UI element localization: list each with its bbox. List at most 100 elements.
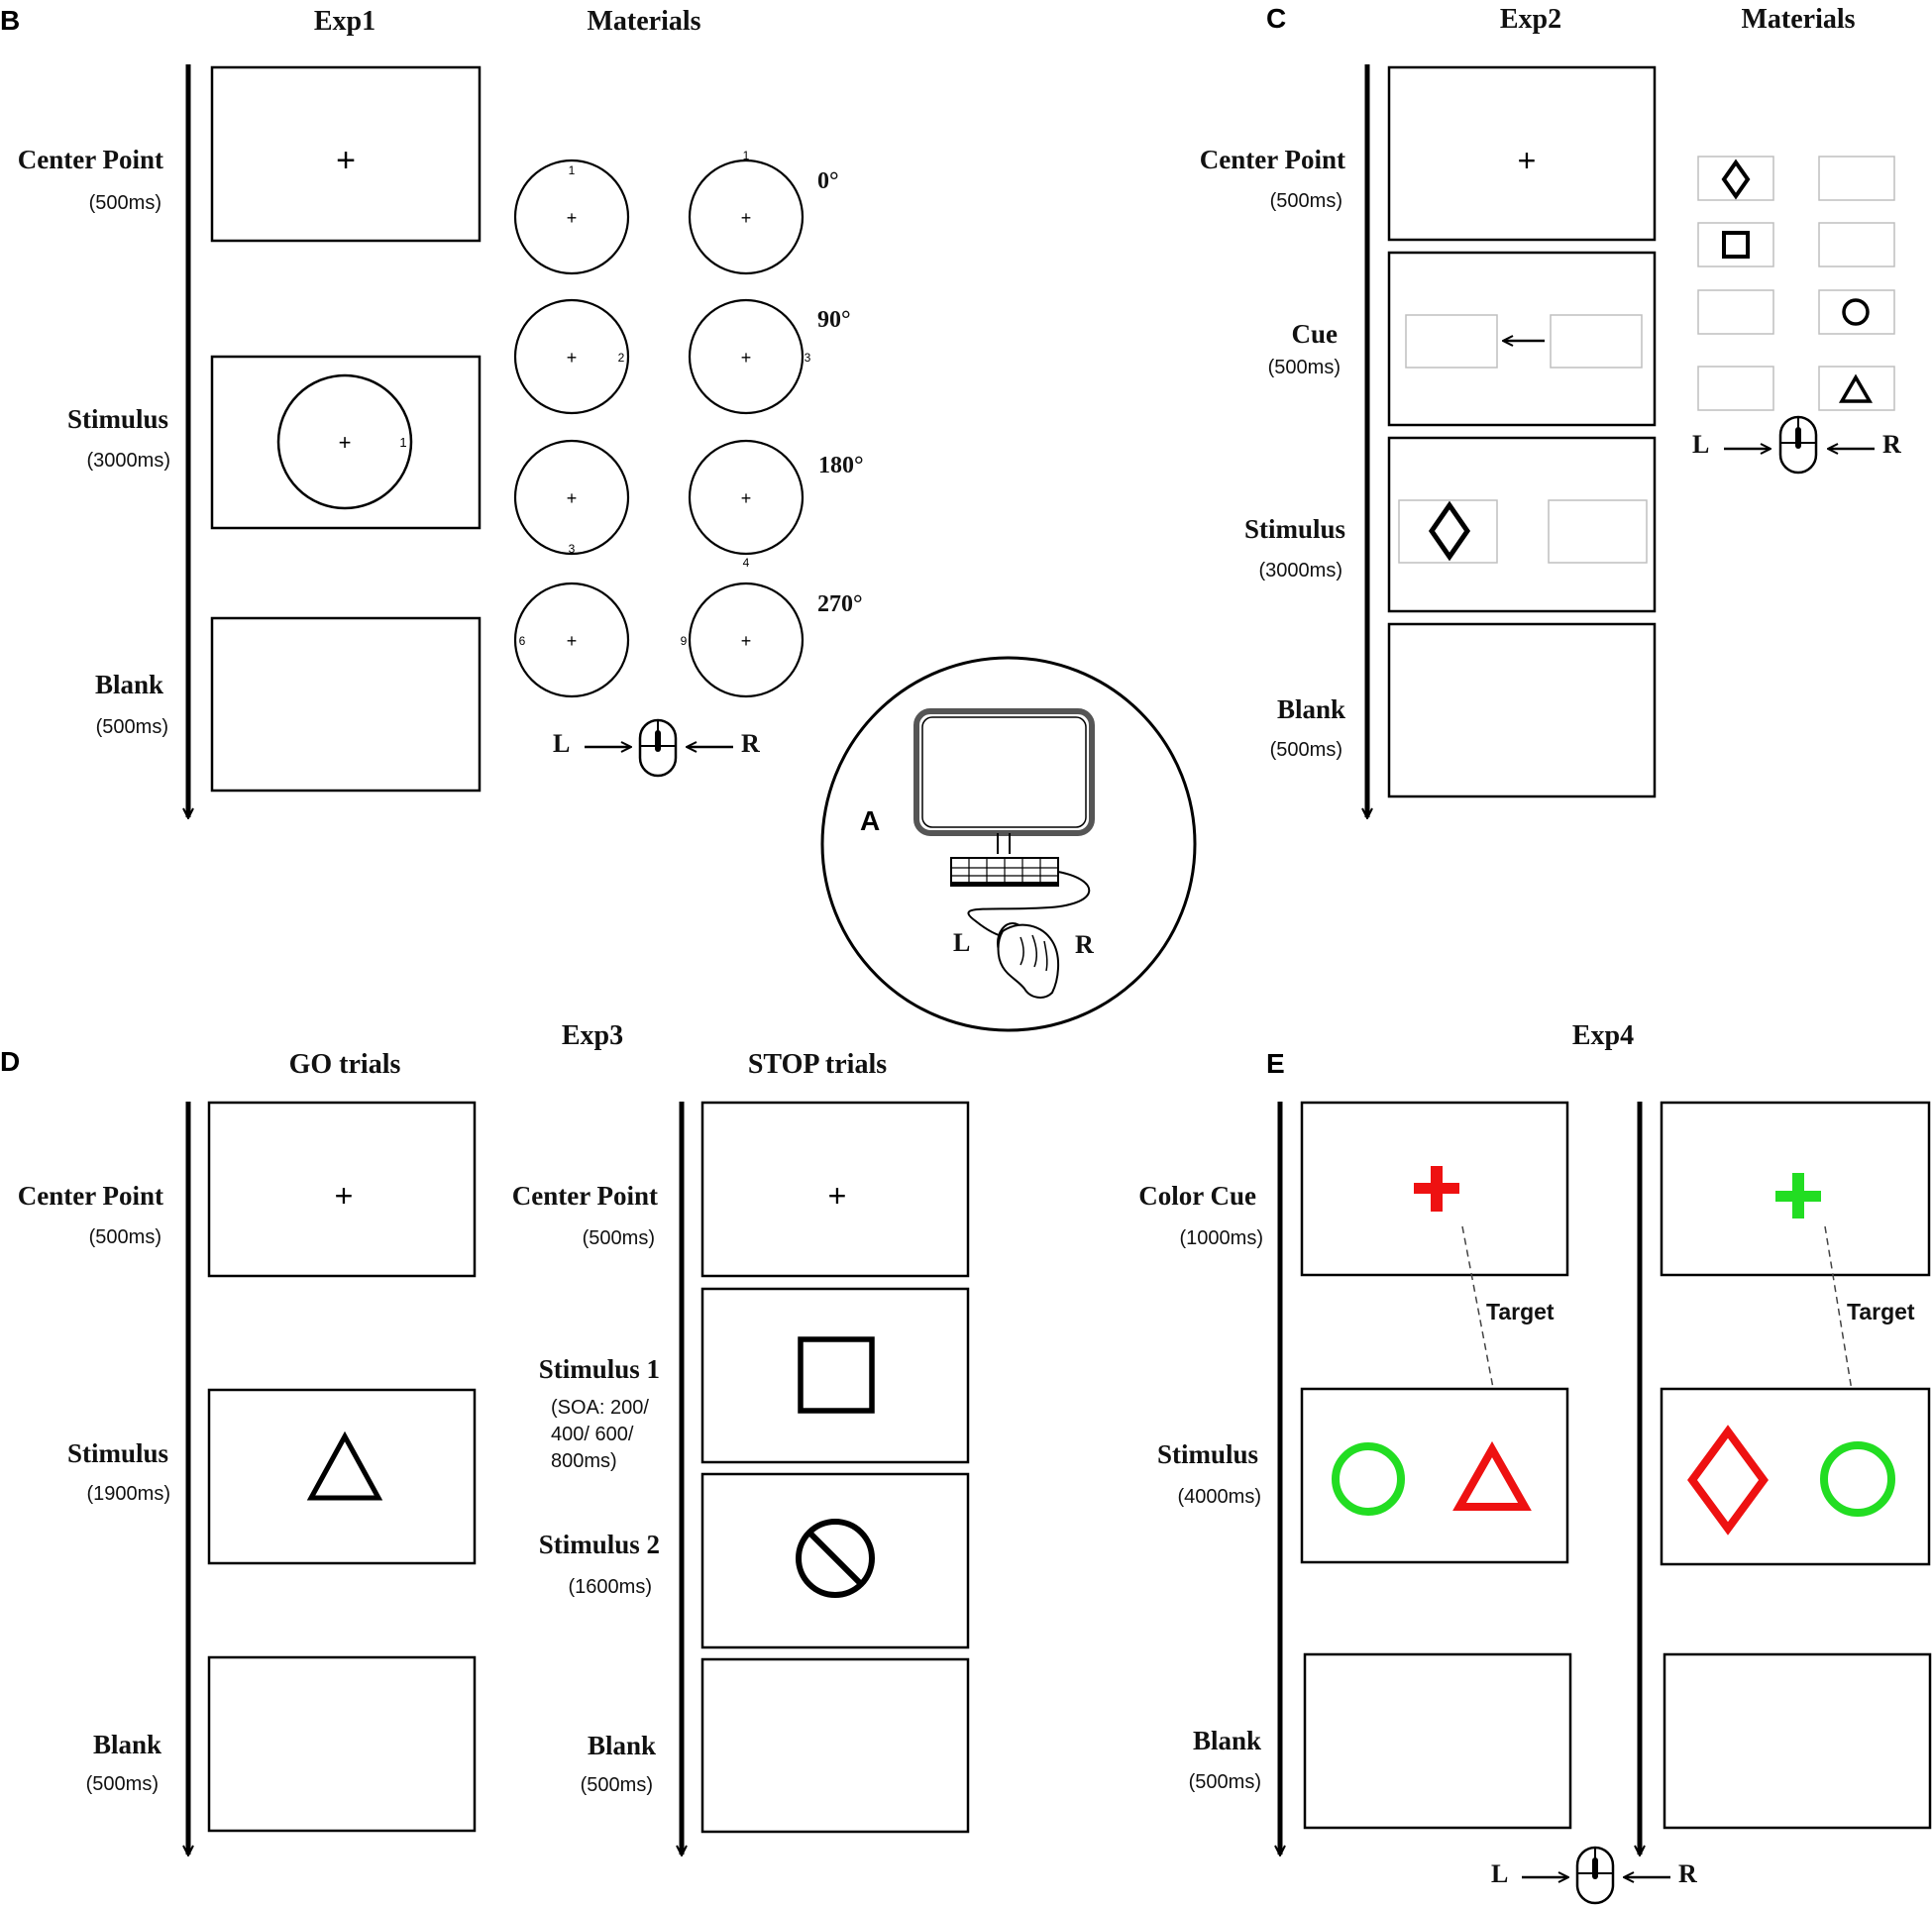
material-box (1818, 222, 1895, 267)
exp4-color-cue-duration: (1000ms) (1180, 1227, 1263, 1249)
target-label: Target (1486, 1299, 1555, 1324)
green-cue-blank-screen (1663, 1652, 1932, 1830)
mouse-right-label: R (1882, 430, 1901, 459)
panel-c-exp2: C Exp2 Materials Center Point (500ms) Cu… (1200, 3, 1901, 817)
exp1-response-mouse: L R (553, 718, 760, 778)
material-circle (688, 582, 805, 698)
stop-signal-icon (796, 1519, 875, 1598)
stop-stimulus1-screen (700, 1287, 970, 1464)
stimulus-right-placeholder (1548, 499, 1648, 564)
stop-soa-line-2: 400/ 600/ (551, 1424, 634, 1445)
material-circle (688, 439, 805, 556)
go-stimulus-screen (207, 1388, 477, 1565)
material-box (1818, 289, 1895, 335)
exp1-blank-screen (210, 616, 482, 793)
material-digit: 3 (569, 542, 576, 556)
material-box (1697, 366, 1774, 411)
exp3-title: Exp3 (562, 1020, 623, 1051)
material-center-cross: + (567, 208, 578, 228)
material-center-cross: + (567, 348, 578, 368)
red-cue-stimulus-screen (1300, 1387, 1569, 1564)
go-center-point-screen (207, 1101, 477, 1278)
material-digit: 3 (805, 351, 811, 365)
material-center-cross: + (567, 631, 578, 651)
material-circle (688, 159, 805, 275)
material-digit: 1 (743, 149, 750, 162)
material-circle (513, 159, 630, 275)
panel-e-exp4: E Exp4 Color Cue (1000ms) Stimulus (4000… (1138, 1020, 1932, 1905)
exp2-stimulus-label: Stimulus (1244, 514, 1345, 544)
green-cue-stimulus-screen (1660, 1387, 1931, 1566)
stop-blank-label: Blank (588, 1731, 656, 1760)
exp2-stimulus-duration: (3000ms) (1259, 560, 1342, 582)
panel-d-exp3: D Exp3 GO trials STOP trials Center Poin… (0, 1020, 970, 1854)
triangle-icon (1838, 373, 1874, 403)
panel-a-setup: A L R (820, 656, 1197, 1032)
diamond-icon (1428, 500, 1471, 562)
target-dashed-arrow (1461, 1225, 1497, 1409)
exp1-materials-title: Materials (587, 6, 700, 37)
exp1-center-point-duration: (500ms) (89, 192, 161, 214)
exp2-blank-label: Blank (1277, 694, 1345, 724)
monitor-icon (913, 708, 1095, 854)
go-trials-title: GO trials (289, 1049, 401, 1080)
material-digit: 2 (618, 351, 625, 365)
material-box (1818, 366, 1895, 411)
material-box (1697, 289, 1774, 335)
mouse-cable (967, 871, 1091, 938)
exp1-stimulus-screen (210, 355, 482, 530)
stop-stimulus1-label: Stimulus 1 (539, 1354, 660, 1384)
go-blank-label: Blank (93, 1730, 161, 1759)
go-stimulus-duration: (1900ms) (87, 1483, 170, 1505)
go-fixation-cross: + (335, 1178, 354, 1214)
panel-label-a: A (860, 805, 880, 836)
exp4-blank-duration: (500ms) (1189, 1771, 1261, 1793)
material-box (1697, 222, 1774, 267)
circle-icon (1842, 298, 1870, 326)
exp1-blank-label: Blank (95, 670, 163, 699)
exp4-stimulus-label: Stimulus (1157, 1439, 1258, 1469)
exp2-center-point-duration: (500ms) (1270, 190, 1342, 212)
mouse-icon (1575, 1846, 1615, 1905)
stop-blank-duration: (500ms) (581, 1774, 653, 1796)
red-triangle-icon (1452, 1440, 1532, 1511)
material-digit: 9 (681, 634, 688, 648)
green-circle-icon (1820, 1441, 1895, 1517)
exp2-center-point-screen (1387, 65, 1657, 242)
exp1-center-point-label: Center Point (18, 145, 163, 174)
square-icon (1722, 231, 1750, 259)
material-circle (513, 439, 630, 556)
exp1-fixation-cross: + (336, 142, 356, 179)
red-cross-icon (1414, 1166, 1459, 1212)
cue-left-placeholder (1405, 314, 1498, 369)
target-label: Target (1847, 1299, 1915, 1324)
exp1-blank-duration: (500ms) (96, 716, 168, 738)
exp2-response-mouse: L R (1692, 415, 1901, 475)
exp4-blank-label: Blank (1193, 1726, 1261, 1755)
exp1-stimulus-digit: 1 (399, 435, 406, 450)
exp2-title: Exp2 (1500, 4, 1561, 35)
material-box (1818, 156, 1895, 201)
stop-center-point-label: Center Point (512, 1181, 658, 1211)
mouse-icon (1778, 415, 1818, 475)
stop-fixation-cross: + (828, 1178, 847, 1214)
stop-blank-screen (700, 1657, 970, 1834)
material-circle (513, 298, 630, 415)
stop-center-point-screen (700, 1101, 970, 1278)
exp2-materials-grid (1697, 156, 1895, 411)
material-center-cross: + (741, 208, 752, 228)
exp2-materials-title: Materials (1741, 4, 1855, 35)
exp4-color-cue-label: Color Cue (1138, 1181, 1256, 1211)
angle-label-180: 180° (818, 453, 864, 478)
exp1-stimulus-label: Stimulus (67, 404, 168, 434)
go-center-point-label: Center Point (18, 1181, 163, 1211)
exp2-cue-label: Cue (1292, 319, 1339, 349)
exp2-blank-screen (1387, 622, 1657, 798)
stop-trials-title: STOP trials (748, 1049, 887, 1080)
exp2-blank-duration: (500ms) (1270, 739, 1342, 761)
material-center-cross: + (741, 348, 752, 368)
keyboard-icon (950, 857, 1059, 887)
diamond-icon (1721, 159, 1751, 200)
panel-label-e: E (1266, 1048, 1285, 1079)
angle-label-90: 90° (817, 307, 851, 333)
